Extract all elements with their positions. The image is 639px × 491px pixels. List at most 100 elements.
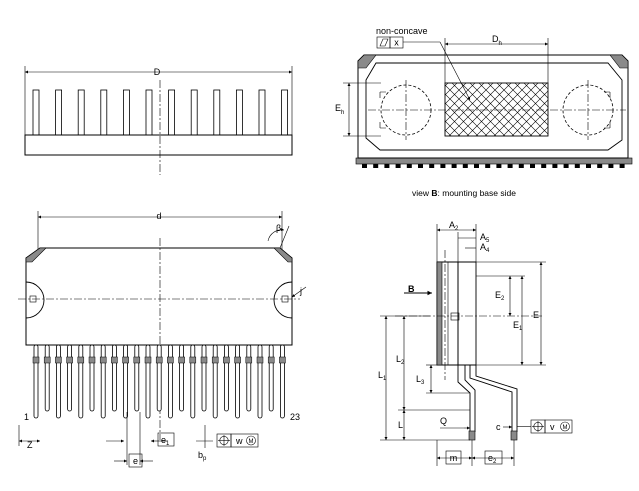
flatness-symbol-x: x <box>394 38 399 48</box>
front-lead <box>78 344 84 419</box>
dim-L3-label: L3 <box>416 374 425 386</box>
front-lead-shoulder <box>267 356 275 364</box>
front-lead <box>156 344 162 412</box>
front-lead <box>212 344 218 419</box>
tolerance-w-circle: M <box>249 439 254 445</box>
front-lead <box>44 344 50 412</box>
front-lead <box>190 344 196 419</box>
front-lead <box>89 344 95 412</box>
bottom-view-inner-outline <box>365 62 623 151</box>
front-lead <box>56 344 61 419</box>
mounting-notch-right <box>273 281 293 319</box>
front-lead <box>257 344 263 419</box>
dim-e1-label: e1 <box>161 435 170 447</box>
front-lead-shoulder <box>234 356 241 364</box>
base-tooth <box>440 164 446 168</box>
front-lead <box>145 344 151 419</box>
front-lead-shoulder <box>144 356 152 364</box>
dim-m-box <box>445 450 462 465</box>
base-tooth <box>597 164 603 168</box>
bottom-view-lead-strip <box>355 157 633 165</box>
side-lead-front <box>457 365 471 432</box>
view-caption: view B: mounting base side <box>412 188 516 198</box>
front-lead <box>223 344 229 412</box>
dim-e2-box <box>484 450 503 465</box>
dim-Z-label: Z <box>27 440 33 450</box>
base-tooth <box>362 164 367 168</box>
front-lead-shoulder <box>99 356 107 364</box>
dim-A2-label: A2 <box>449 220 459 232</box>
front-lead-shoulder <box>88 356 96 364</box>
front-lead-shoulder <box>200 356 208 364</box>
front-lead-shoulder <box>66 356 73 364</box>
dim-D-label: D <box>154 67 161 77</box>
side-heatsink <box>436 261 443 366</box>
heatsink-area <box>444 82 549 137</box>
dim-m-label: m <box>450 453 458 463</box>
dim-A4-label: A4 <box>480 242 490 254</box>
dim-E-label: E <box>533 310 539 320</box>
dim-e1-box <box>157 432 175 447</box>
flatness-symbol-box <box>376 36 391 49</box>
base-tooth <box>373 164 379 168</box>
base-tooth <box>418 164 423 168</box>
side-view: B A2 A5 A4 E2 E1 E L1 L2 L3 L Q <box>378 220 573 466</box>
angle-beta-label: β <box>276 223 281 233</box>
dim-Eh-label: Eh <box>335 103 344 116</box>
front-view-pins <box>32 344 286 419</box>
dim-e-box <box>128 453 143 468</box>
dim-L-label: L <box>398 420 403 430</box>
base-tooth <box>474 164 479 168</box>
base-tooth <box>406 164 412 168</box>
front-lead-shoulder <box>155 356 163 364</box>
dim-Q-label: Q <box>440 416 447 426</box>
front-corner-right <box>273 247 293 263</box>
angle-beta-leader <box>279 225 290 249</box>
front-lead-shoulder <box>256 356 264 364</box>
dim-L1-label: L1 <box>378 370 387 382</box>
front-lead-shoulder <box>223 356 230 364</box>
corner-mark-tl <box>357 54 377 69</box>
pin-1-label: 1 <box>24 412 29 422</box>
front-lead-shoulder <box>189 356 197 364</box>
base-tooth <box>518 164 524 168</box>
front-lead-shoulder <box>77 356 85 364</box>
base-tooth <box>485 164 491 168</box>
dim-e-label: e <box>133 456 138 466</box>
base-tooth <box>552 164 558 168</box>
side-lead-rear <box>469 365 513 432</box>
front-lead <box>201 344 207 412</box>
base-tooth <box>541 164 547 168</box>
view-B-label: B <box>408 284 415 294</box>
front-lead <box>112 344 117 412</box>
front-lead-shoulder <box>279 356 286 364</box>
front-lead-shoulder <box>211 356 219 364</box>
dim-e2-label: e2 <box>488 453 497 465</box>
dim-E2-label: E2 <box>495 290 505 302</box>
base-tooth <box>574 164 580 168</box>
base-tooth <box>429 164 435 168</box>
mounting-notch-left <box>25 281 45 319</box>
front-lead <box>67 344 72 412</box>
base-tooth <box>619 164 625 168</box>
front-lead-shoulder <box>43 356 51 364</box>
front-lead <box>123 344 128 419</box>
front-lead <box>167 344 173 419</box>
front-lead <box>100 344 106 419</box>
dim-Dh-label: Dh <box>492 34 502 47</box>
front-lead <box>246 344 252 412</box>
front-lead <box>268 344 274 412</box>
front-lead-shoulder <box>55 356 62 364</box>
tolerance-w-letter: w <box>235 436 243 446</box>
base-tooth <box>608 164 614 168</box>
front-view: d j β 1 23 Z e1 e bp <box>18 211 307 468</box>
dim-E1-label: E1 <box>513 320 523 332</box>
front-lead <box>235 344 241 419</box>
dim-A5-label: A5 <box>480 232 490 244</box>
pin-23-label: 23 <box>290 412 300 422</box>
front-lead <box>179 344 185 412</box>
front-lead-shoulder <box>133 356 141 364</box>
tolerance-v-circle: M <box>563 425 568 431</box>
base-tooth <box>462 164 468 168</box>
